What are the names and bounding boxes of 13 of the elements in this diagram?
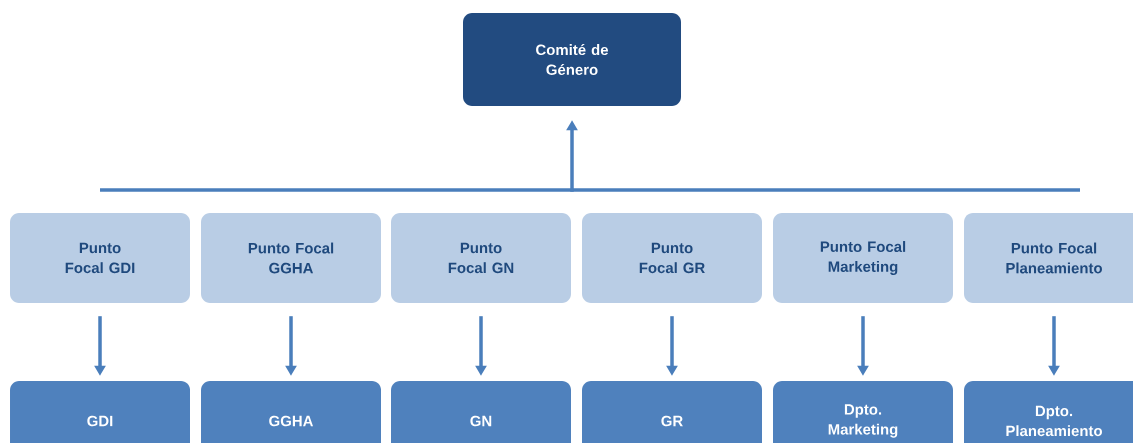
- focal-point-box: Punto Focal Marketing: [773, 213, 953, 303]
- focal-point-box: Punto Focal GDI: [10, 213, 190, 303]
- focal-point-box: Punto Focal Planeamiento: [964, 213, 1133, 303]
- focal-point-box: Punto Focal GR: [582, 213, 762, 303]
- committee-box: Comité de Género: [463, 13, 681, 106]
- focal-point-box: Punto Focal GN: [391, 213, 571, 303]
- department-box: GDI: [10, 381, 190, 443]
- department-box: GR: [582, 381, 762, 443]
- department-box: GGHA: [201, 381, 381, 443]
- focal-point-box: Punto Focal GGHA: [201, 213, 381, 303]
- department-box: Dpto. Planeamiento: [964, 381, 1133, 443]
- department-box: Dpto. Marketing: [773, 381, 953, 443]
- department-box: GN: [391, 381, 571, 443]
